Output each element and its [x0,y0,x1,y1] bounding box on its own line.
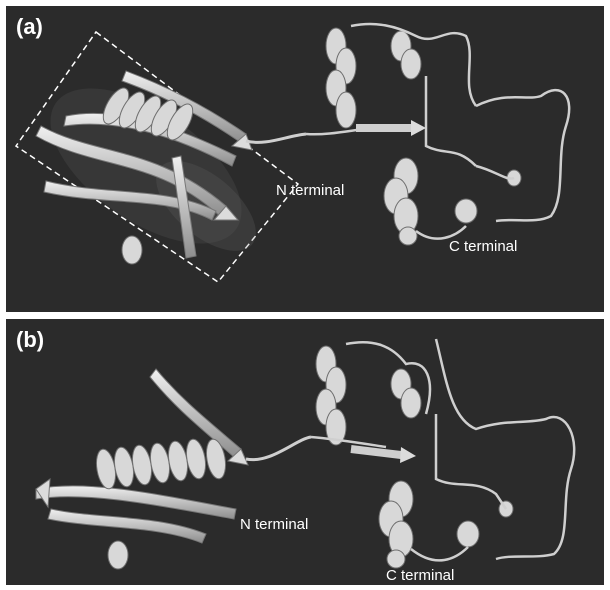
c-domain-helices [326,28,521,245]
n-terminal-label-b: N terminal [240,516,308,533]
c-domain-strand-b [351,449,401,455]
linker-loop-b [246,437,311,460]
c-domain-helices-b [316,346,513,568]
protein-ribbon-render-a [6,6,604,312]
panel-label-b: (b) [16,327,44,353]
c-terminal-label-b: C terminal [386,567,454,584]
protein-ribbon-render-b [6,319,604,585]
c-domain-loops-b [311,339,574,560]
n-terminal-label-a: N terminal [276,182,344,199]
panel-label-a: (a) [16,14,43,40]
c-domain-strand-arrow-b [400,447,416,463]
linker-loop [246,134,306,142]
protein-structure-panel-b: (b) N terminal C terminal [6,319,604,585]
protein-structure-panel-a: (a) N terminal C terminal [6,6,604,312]
c-terminal-label-a: C terminal [449,238,517,255]
c-domain-strand-arrow [411,120,426,136]
